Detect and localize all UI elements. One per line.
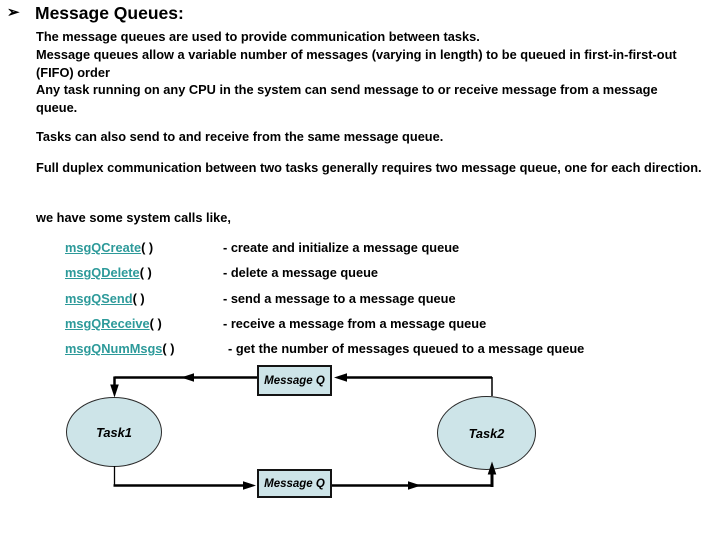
- system-call-list: msgQCreate( ) - create and initialize a …: [65, 240, 584, 366]
- list-item: msgQDelete( ) - delete a message queue: [65, 265, 378, 290]
- task2-ellipse: Task2: [437, 396, 536, 470]
- task1-ellipse: Task1: [66, 397, 162, 467]
- call-args: ( ): [141, 240, 154, 255]
- paragraph-communication: The message queues are used to provide c…: [36, 29, 480, 44]
- message-queue-box-bottom: Message Q: [257, 469, 332, 498]
- msgqsend-link[interactable]: msgQSend: [65, 290, 133, 306]
- task2-label: Task2: [468, 425, 505, 441]
- task1-label: Task1: [96, 424, 132, 440]
- call-args: ( ): [149, 315, 162, 331]
- call-description: - get the number of messages queued to a…: [228, 341, 585, 357]
- message-queue-box-bottom-label: Message Q: [264, 477, 325, 490]
- call-args: ( ): [132, 290, 145, 306]
- list-item: msgQSend( ) - send a message to a messag…: [65, 290, 456, 316]
- message-queue-box-top: Message Q: [257, 365, 332, 396]
- arrow-bullet-icon: ➢: [7, 4, 20, 21]
- list-item: msgQNumMsgs( ) - get the number of messa…: [65, 341, 584, 366]
- msgqdelete-link[interactable]: msgQDelete: [65, 265, 140, 281]
- paragraph-full-duplex: Full duplex communication between two ta…: [36, 160, 702, 175]
- call-args: ( ): [162, 341, 175, 357]
- list-item: msgQCreate( ) - create and initialize a …: [65, 240, 459, 265]
- call-description: - create and initialize a message queue: [223, 240, 460, 255]
- call-description: - receive a message from a message queue: [223, 315, 487, 331]
- paragraph-same-queue: Tasks can also send to and receive from …: [36, 129, 444, 144]
- msgqreceive-link[interactable]: msgQReceive: [65, 315, 150, 331]
- msgqnummsgs-link[interactable]: msgQNumMsgs: [65, 341, 163, 357]
- msgqcreate-link[interactable]: msgQCreate: [65, 240, 142, 255]
- paragraph-system-calls-intro: we have some system calls like,: [36, 210, 231, 225]
- call-description: - delete a message queue: [223, 265, 379, 281]
- call-args: ( ): [139, 265, 152, 281]
- message-queue-box-top-label: Message Q: [264, 374, 325, 387]
- paragraph-any-task: Any task running on any CPU in the syste…: [36, 82, 658, 115]
- page-title: Message Queues:: [35, 3, 184, 23]
- call-description: - send a message to a message queue: [223, 290, 456, 306]
- list-item: msgQReceive( ) - receive a message from …: [65, 315, 486, 341]
- paragraph-fifo: Message queues allow a variable number o…: [36, 47, 677, 80]
